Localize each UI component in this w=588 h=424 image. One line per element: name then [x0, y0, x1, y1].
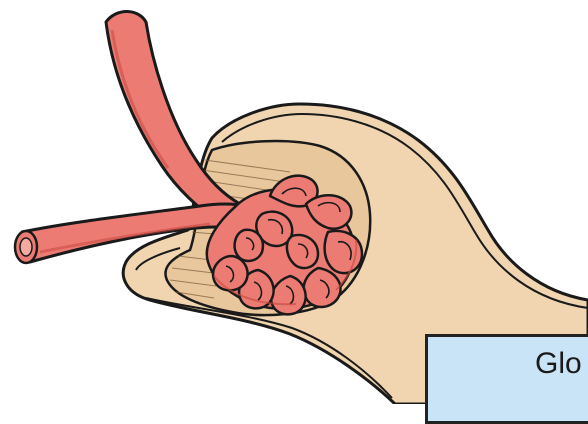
- label-text: Glo: [535, 347, 582, 381]
- efferent-arteriole: [106, 12, 240, 227]
- capillary-loop: [287, 235, 318, 268]
- capillary-loop: [235, 230, 263, 261]
- capillary-loop: [213, 256, 247, 290]
- afferent-arteriole-lumen: [20, 238, 32, 256]
